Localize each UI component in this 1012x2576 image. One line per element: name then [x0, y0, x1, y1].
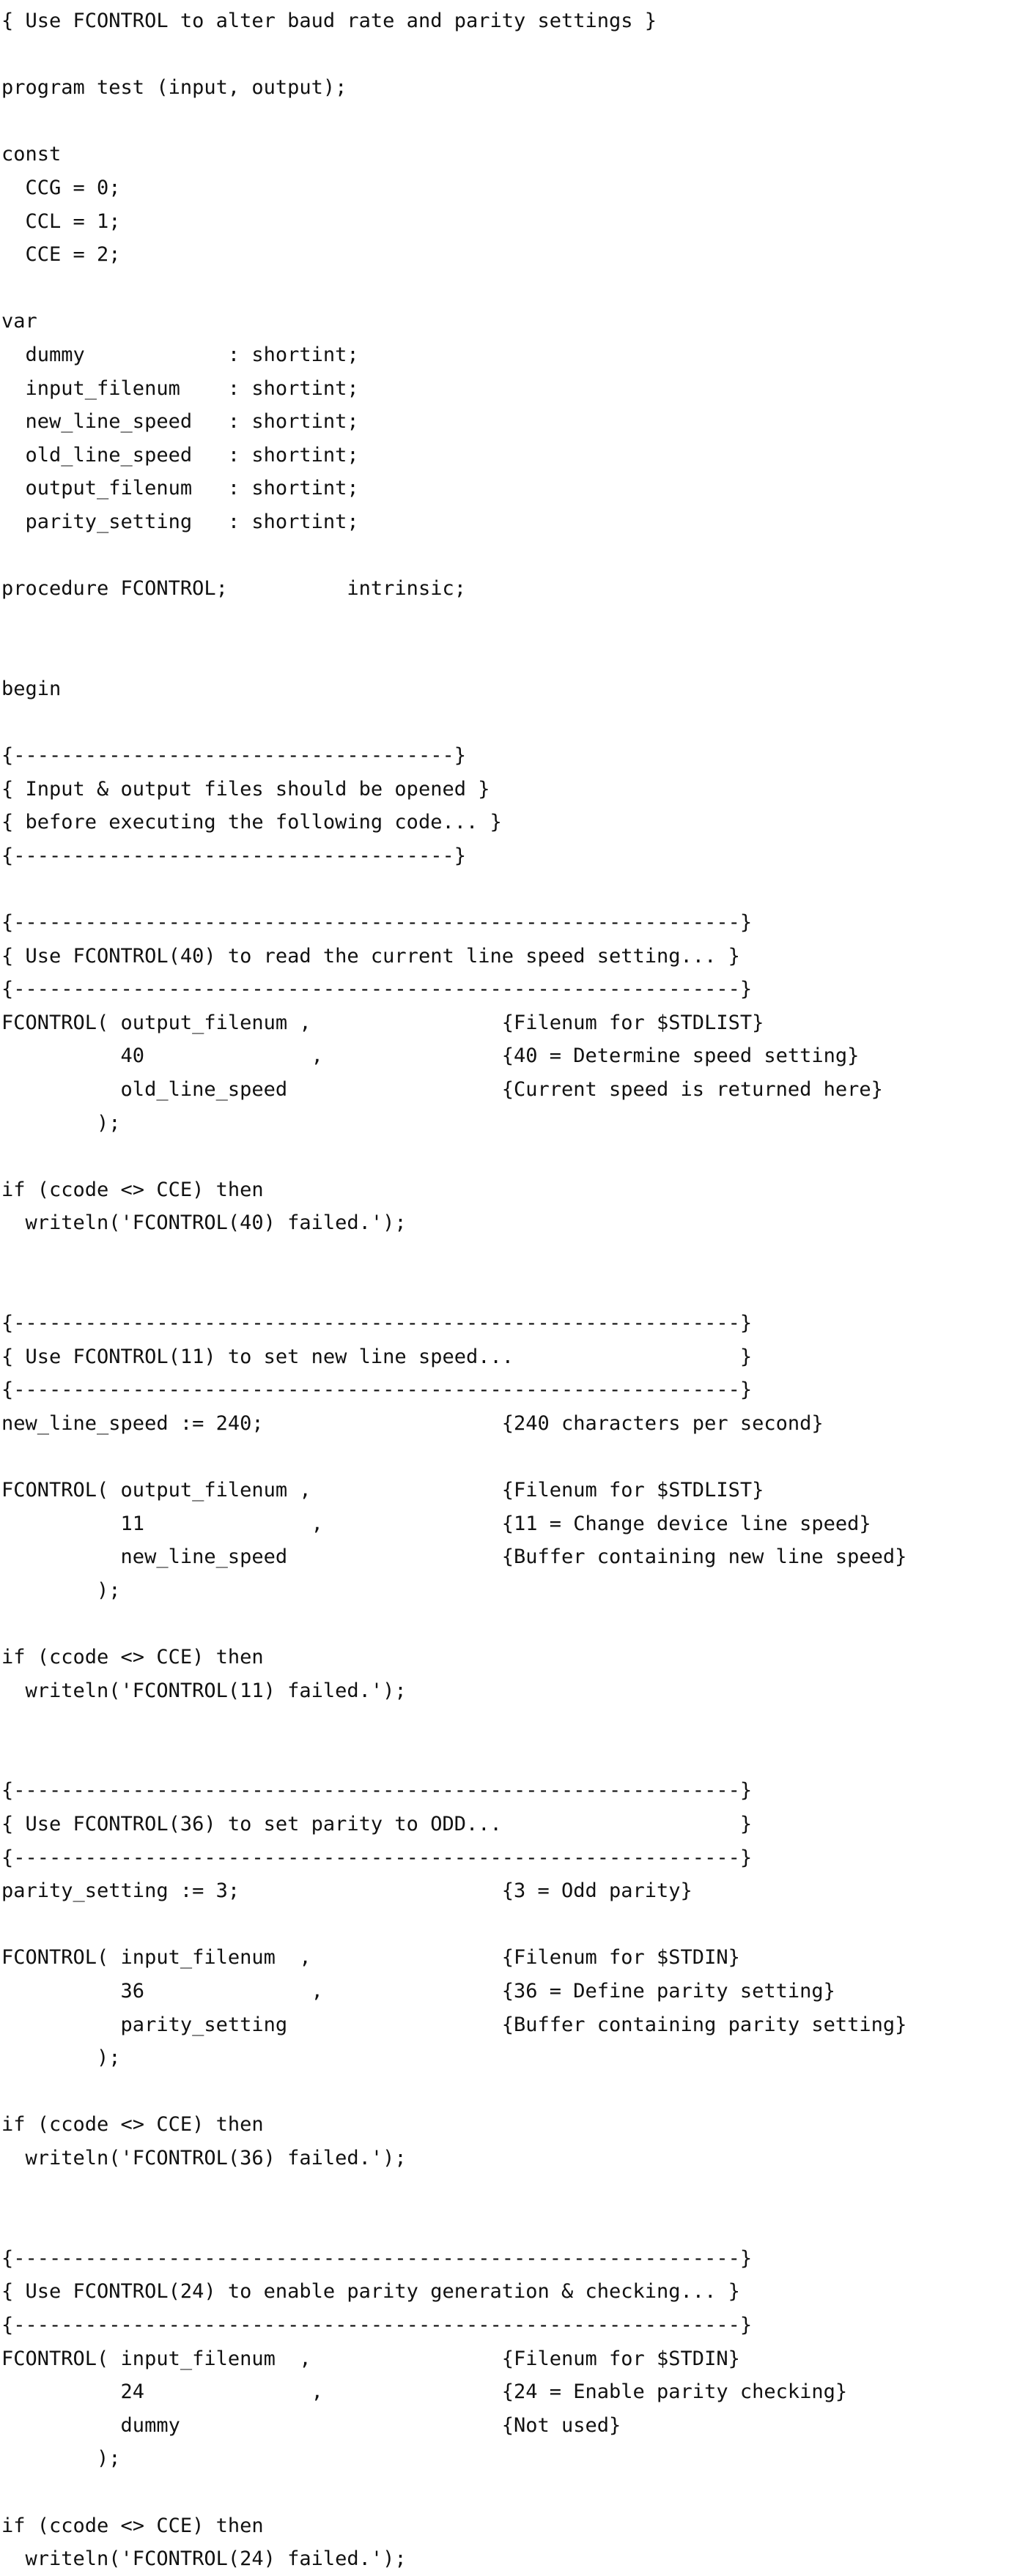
code-line: { Use FCONTROL(24) to enable parity gene… — [1, 2280, 740, 2304]
code-line: var — [1, 310, 37, 333]
code-line: FCONTROL( output_filenum , {Filenum for … — [1, 1479, 764, 1502]
code-line: {---------------------------------------… — [1, 978, 753, 1001]
code-line: const — [1, 143, 62, 166]
code-line: {---------------------------------------… — [1, 2313, 753, 2336]
code-line: {---------------------------------------… — [1, 1378, 753, 1402]
code-line: { Use FCONTROL(11) to set new line speed… — [1, 1345, 753, 1368]
code-line: CCE = 2; — [1, 243, 121, 267]
code-line: dummy {Not used} — [1, 2413, 621, 2437]
code-line: output_filenum : shortint; — [1, 477, 359, 500]
code-line: new_line_speed {Buffer containing new li… — [1, 1545, 907, 1569]
code-line: { Use FCONTROL to alter baud rate and pa… — [1, 10, 657, 32]
code-line: {---------------------------------------… — [1, 1312, 753, 1335]
code-line: 36 , {36 = Define parity setting} — [1, 1980, 835, 2003]
code-line: ); — [1, 2447, 121, 2471]
code-line: if (ccode <> CCE) then — [1, 2514, 264, 2537]
code-line: parity_setting := 3; {3 = Odd parity} — [1, 1879, 692, 1903]
code-line: {-------------------------------------} — [1, 844, 466, 867]
code-line: begin — [1, 677, 62, 700]
code-line: procedure FCONTROL; intrinsic; — [1, 577, 466, 601]
code-line: FCONTROL( input_filenum , {Filenum for $… — [1, 2347, 740, 2370]
code-line: if (ccode <> CCE) then — [1, 2113, 264, 2137]
code-line: if (ccode <> CCE) then — [1, 1178, 264, 1201]
code-line: 40 , {40 = Determine speed setting} — [1, 1044, 860, 1068]
code-line: input_filenum : shortint; — [1, 376, 359, 400]
code-line: {---------------------------------------… — [1, 1846, 753, 1869]
code-line: 24 , {24 = Enable parity checking} — [1, 2380, 848, 2404]
code-line: parity_setting {Buffer containing parity… — [1, 2013, 907, 2036]
code-line: { before executing the following code...… — [1, 811, 502, 834]
code-line: program test (input, output); — [1, 76, 347, 100]
code-line: old_line_speed {Current speed is returne… — [1, 1078, 883, 1101]
code-line: FCONTROL( input_filenum , {Filenum for $… — [1, 1946, 740, 1970]
code-line: { Input & output files should be opened … — [1, 777, 490, 801]
code-line: { Use FCONTROL(36) to set parity to ODD.… — [1, 1813, 753, 1836]
code-line: writeln('FCONTROL(24) failed.'); — [1, 2547, 407, 2571]
code-line: old_line_speed : shortint; — [1, 443, 359, 467]
code-line: {-------------------------------------} — [1, 744, 466, 768]
code-listing: { Use FCONTROL to alter baud rate and pa… — [1, 4, 1012, 2576]
code-line: dummy : shortint; — [1, 343, 359, 366]
code-line: if (ccode <> CCE) then — [1, 1646, 264, 1669]
code-line: parity_setting : shortint; — [1, 510, 359, 533]
code-line: writeln('FCONTROL(40) failed.'); — [1, 1211, 407, 1235]
code-line: writeln('FCONTROL(36) failed.'); — [1, 2147, 407, 2169]
code-line: { Use FCONTROL(40) to read the current l… — [1, 944, 740, 968]
code-line: {---------------------------------------… — [1, 1779, 753, 1803]
code-line: CCG = 0; — [1, 176, 121, 199]
document-page: { Use FCONTROL to alter baud rate and pa… — [1, 10, 907, 2571]
code-line: ); — [1, 2046, 121, 2070]
code-line: {---------------------------------------… — [1, 911, 753, 935]
code-line: {---------------------------------------… — [1, 2246, 753, 2270]
code-line: new_line_speed := 240; {240 characters p… — [1, 1411, 824, 1435]
code-line: CCL = 1; — [1, 209, 121, 233]
code-line: ); — [1, 1578, 121, 1602]
code-line: 11 , {11 = Change device line speed} — [1, 1512, 871, 1535]
code-line: new_line_speed : shortint; — [1, 410, 359, 434]
code-line: ); — [1, 1111, 121, 1135]
code-line: FCONTROL( output_filenum , {Filenum for … — [1, 1011, 764, 1034]
code-line: writeln('FCONTROL(11) failed.'); — [1, 1679, 407, 1702]
